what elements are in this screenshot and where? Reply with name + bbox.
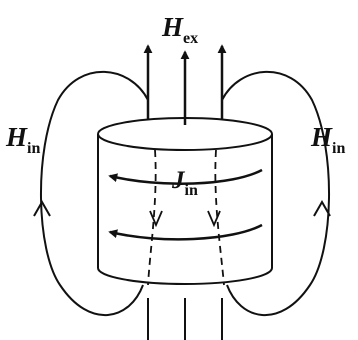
loop-left-chevron [33,199,51,217]
internal-field-line-right [214,149,225,286]
cylinder-body [97,134,273,285]
h-ex-label: Hex [161,12,198,47]
current-arrow-lower [108,223,263,241]
loop-right-chevron [313,199,331,217]
h-in-label-left: Hin [5,122,40,157]
internal-chevron-right [207,210,221,228]
field-loop-left [39,70,149,316]
field-loop-right [221,70,331,316]
internal-field-line-left [147,149,157,286]
current-arrow-upper [108,168,263,185]
h-in-label-right: Hin [310,122,345,157]
j-in-label: Jin [171,167,198,199]
internal-chevron-left [149,210,163,228]
